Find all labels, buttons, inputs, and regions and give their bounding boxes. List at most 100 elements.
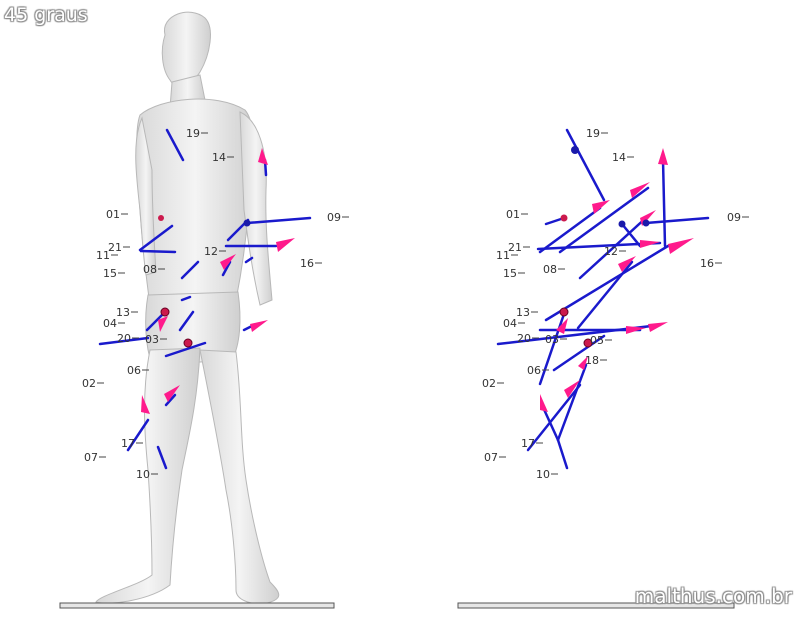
vector-line — [165, 128, 185, 162]
vector-line — [526, 383, 582, 452]
ground-bar-left — [59, 602, 335, 609]
arrowhead — [164, 385, 180, 402]
view-angle-title: 45 graus — [4, 4, 88, 26]
point-label-20: 20 — [117, 332, 131, 345]
arrowhead — [668, 238, 694, 254]
arrowhead — [592, 200, 610, 214]
point-label-05: 05 — [590, 334, 604, 347]
vector-line — [556, 363, 588, 442]
arrowhead — [276, 238, 295, 252]
point-label-03: 03 — [545, 333, 559, 346]
vector-line — [661, 158, 667, 248]
arrowhead — [618, 256, 636, 272]
point-label-19: 19 — [186, 127, 200, 140]
vector-line — [544, 244, 670, 322]
arrowhead — [630, 182, 650, 198]
vector-line — [565, 128, 606, 202]
point-label-11: 11 — [96, 249, 110, 262]
point-label-14: 14 — [212, 151, 226, 164]
vector-line — [138, 224, 174, 252]
vector-line — [180, 260, 200, 280]
point-label-07: 07 — [484, 451, 498, 464]
arrowhead — [250, 320, 268, 332]
arrowhead — [220, 254, 236, 270]
arrowhead — [658, 148, 668, 165]
vector-line — [221, 260, 232, 277]
marker-dot — [583, 338, 593, 348]
vectors-right — [496, 128, 710, 470]
ground-bar-right — [457, 602, 735, 609]
point-label-02: 02 — [82, 377, 96, 390]
arrowhead — [540, 394, 548, 412]
point-label-09: 09 — [327, 211, 341, 224]
point-label-06: 06 — [127, 364, 141, 377]
vector-line — [178, 310, 195, 332]
vector-line — [145, 313, 164, 332]
arrowhead — [626, 326, 646, 334]
figure-arm-right — [239, 111, 273, 306]
vector-line — [126, 418, 150, 452]
point-label-01: 01 — [506, 208, 520, 221]
arrowheads-left — [141, 148, 295, 414]
marker-dot — [559, 307, 569, 317]
marker-dot — [560, 214, 568, 222]
point-label-14: 14 — [612, 151, 626, 164]
vector-line — [245, 216, 312, 225]
point-label-15: 15 — [103, 267, 117, 280]
arrowhead — [158, 316, 168, 332]
figure-leg-left — [95, 347, 201, 604]
point-label-13: 13 — [516, 306, 530, 319]
arrowhead — [258, 148, 268, 165]
markers-left — [158, 215, 251, 348]
point-label-20: 20 — [517, 332, 531, 345]
point-label-19: 19 — [586, 127, 600, 140]
vector-line — [180, 295, 192, 302]
point-label-21: 21 — [508, 241, 522, 254]
arrowhead — [556, 318, 568, 334]
point-label-04: 04 — [103, 317, 117, 330]
point-label-13: 13 — [116, 306, 130, 319]
vector-line — [538, 312, 566, 386]
marker-dot — [160, 307, 170, 317]
point-label-10: 10 — [536, 468, 550, 481]
marker-dot — [183, 338, 193, 348]
vector-line — [164, 341, 207, 358]
point-label-01: 01 — [106, 208, 120, 221]
point-label-10: 10 — [136, 468, 150, 481]
vector-line — [98, 336, 150, 346]
point-label-17: 17 — [521, 437, 535, 450]
vector-line — [552, 334, 606, 372]
point-label-12: 12 — [604, 245, 618, 258]
arrowhead — [648, 322, 668, 332]
vector-line — [156, 445, 168, 470]
arrowhead — [141, 395, 150, 414]
point-label-21: 21 — [108, 241, 122, 254]
marker-dot — [618, 220, 626, 228]
vector-line — [578, 214, 650, 280]
point-label-17: 17 — [121, 437, 135, 450]
vector-line — [244, 256, 254, 264]
point-label-09: 09 — [727, 211, 741, 224]
vector-line — [556, 438, 569, 470]
point-label-07: 07 — [84, 451, 98, 464]
markers-right — [559, 146, 650, 348]
vector-line — [538, 206, 602, 254]
arrowhead — [640, 240, 660, 248]
vector-line — [620, 222, 642, 248]
point-label-02: 02 — [482, 377, 496, 390]
point-label-04: 04 — [503, 317, 517, 330]
vector-line — [558, 186, 650, 254]
point-label-06: 06 — [527, 364, 541, 377]
arrowhead — [578, 356, 588, 370]
figure-head — [161, 11, 211, 86]
point-label-15: 15 — [503, 267, 517, 280]
marker-dot — [158, 215, 164, 221]
point-label-12: 12 — [204, 245, 218, 258]
human-figure — [95, 11, 280, 605]
vector-line — [164, 393, 177, 407]
point-label-03: 03 — [145, 333, 159, 346]
arrowhead — [564, 380, 580, 398]
figure-arm-left — [135, 116, 157, 276]
